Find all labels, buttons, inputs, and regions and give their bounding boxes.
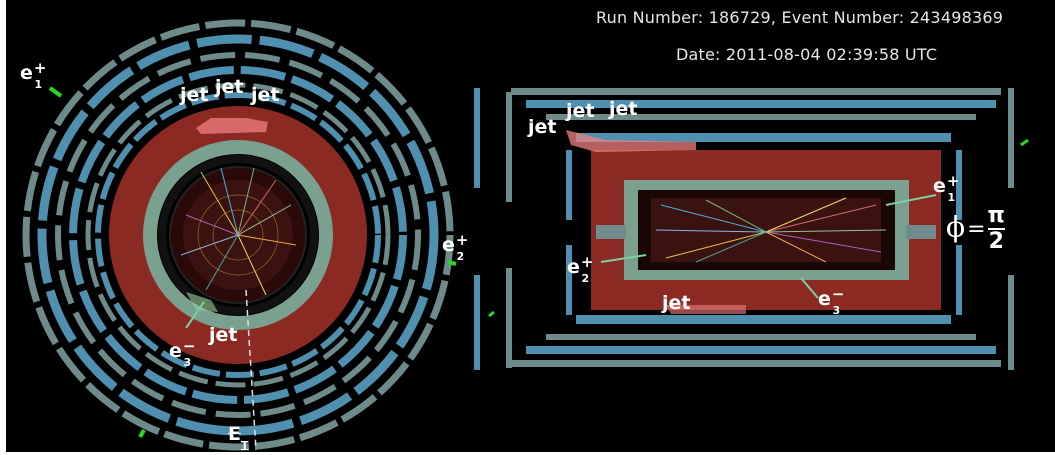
muon-bar-top-1 (511, 88, 1001, 95)
label-jet-transverse-4: jet (209, 324, 238, 346)
muon-bar-top-2 (526, 100, 996, 108)
label-e3-transverse: e−3 (169, 337, 196, 369)
muon-bar-bottom-3 (526, 346, 996, 354)
phi-numerator: π (987, 203, 1005, 228)
date-text: Date: 2011-08-04 02:39:58 UTC (676, 45, 938, 64)
endcap-right-top (1008, 88, 1014, 188)
phi-symbol: ϕ (946, 210, 966, 244)
jet-deposit-top (196, 118, 268, 134)
electron-e3-pointer (185, 301, 205, 329)
tracks (180, 167, 297, 296)
tracks-side (655, 197, 887, 263)
endcap-left-inner-top (506, 92, 512, 202)
label-jet-side-1: jet (528, 116, 557, 138)
label-e1-side: e+1 (933, 172, 960, 204)
run-event-text: Run Number: 186729, Event Number: 243498… (596, 8, 1004, 27)
jet-deposit-bottom (186, 292, 218, 312)
muon-bar-top-3 (546, 114, 976, 120)
endcap-left-inner2-bottom (566, 245, 572, 315)
phi-equals: = (967, 216, 986, 242)
electron-e1-marker (48, 86, 63, 98)
label-jet-transverse-3: jet (251, 84, 280, 106)
longitudinal-view (474, 88, 1029, 370)
electron-e3-pointer-side (800, 277, 819, 299)
endcap-left-bottom (474, 275, 480, 370)
endcap-right-bottom (1008, 275, 1014, 370)
endcap-right-inner-top (956, 150, 962, 220)
label-e1-transverse: e+1 (20, 59, 47, 91)
electron-marker-bottom (138, 429, 146, 438)
muon-ring-inner-blue (95, 92, 381, 378)
solenoid (158, 155, 318, 315)
electron-marker-side-1 (1020, 138, 1029, 147)
electron-marker-side-2 (488, 310, 495, 318)
event-display: Run Number: 186729, Event Number: 243498… (6, 0, 1055, 452)
label-jet-side-3: jet (609, 98, 638, 120)
muon-bar-top-4 (576, 133, 951, 142)
muon-ring-outer-blue (37, 34, 439, 436)
missing-et-line (245, 289, 257, 451)
event-display-graphic (22, 19, 1029, 451)
beam-shield-left (596, 225, 626, 239)
jet-deposit-side-bottom (666, 305, 746, 314)
track-arc-inner (212, 209, 264, 261)
muon-bar-bottom-2 (546, 334, 976, 340)
muon-bar-bottom-1 (576, 315, 951, 324)
beam-shield-right (906, 225, 936, 239)
electron-e2-marker (447, 260, 457, 266)
electron-e1-pointer-side (885, 194, 937, 206)
label-missing-et: ET (228, 423, 249, 452)
muon-ring-outer (22, 19, 454, 451)
transverse-view (22, 19, 457, 451)
track-arc (197, 194, 279, 276)
endcap-left-top (474, 88, 480, 188)
endcap-left-inner-bottom (506, 268, 512, 368)
endcap-right-inner-bottom (956, 245, 962, 315)
phi-denominator: 2 (988, 229, 1004, 254)
label-e2-transverse: e+2 (442, 231, 469, 263)
label-jet-transverse-2: jet (215, 76, 244, 98)
label-jet-side-4: jet (662, 292, 691, 314)
electron-e2-pointer-side (600, 254, 647, 263)
jet-deposit-side-top (566, 130, 696, 152)
muon-ring-middle (55, 52, 421, 418)
endcap-left-inner2-top (566, 150, 572, 220)
muon-ring-middle-blue (69, 66, 407, 404)
em-calorimeter (143, 140, 333, 330)
inner-detector-core-side (651, 198, 881, 262)
label-e2-side: e+2 (567, 253, 594, 285)
muon-bar-bottom-4 (511, 360, 1001, 367)
label-jet-transverse-1: jet (180, 84, 209, 106)
label-e3-side: e−3 (818, 285, 845, 317)
muon-ring-inner (85, 82, 391, 388)
label-jet-side-2: jet (566, 100, 595, 122)
